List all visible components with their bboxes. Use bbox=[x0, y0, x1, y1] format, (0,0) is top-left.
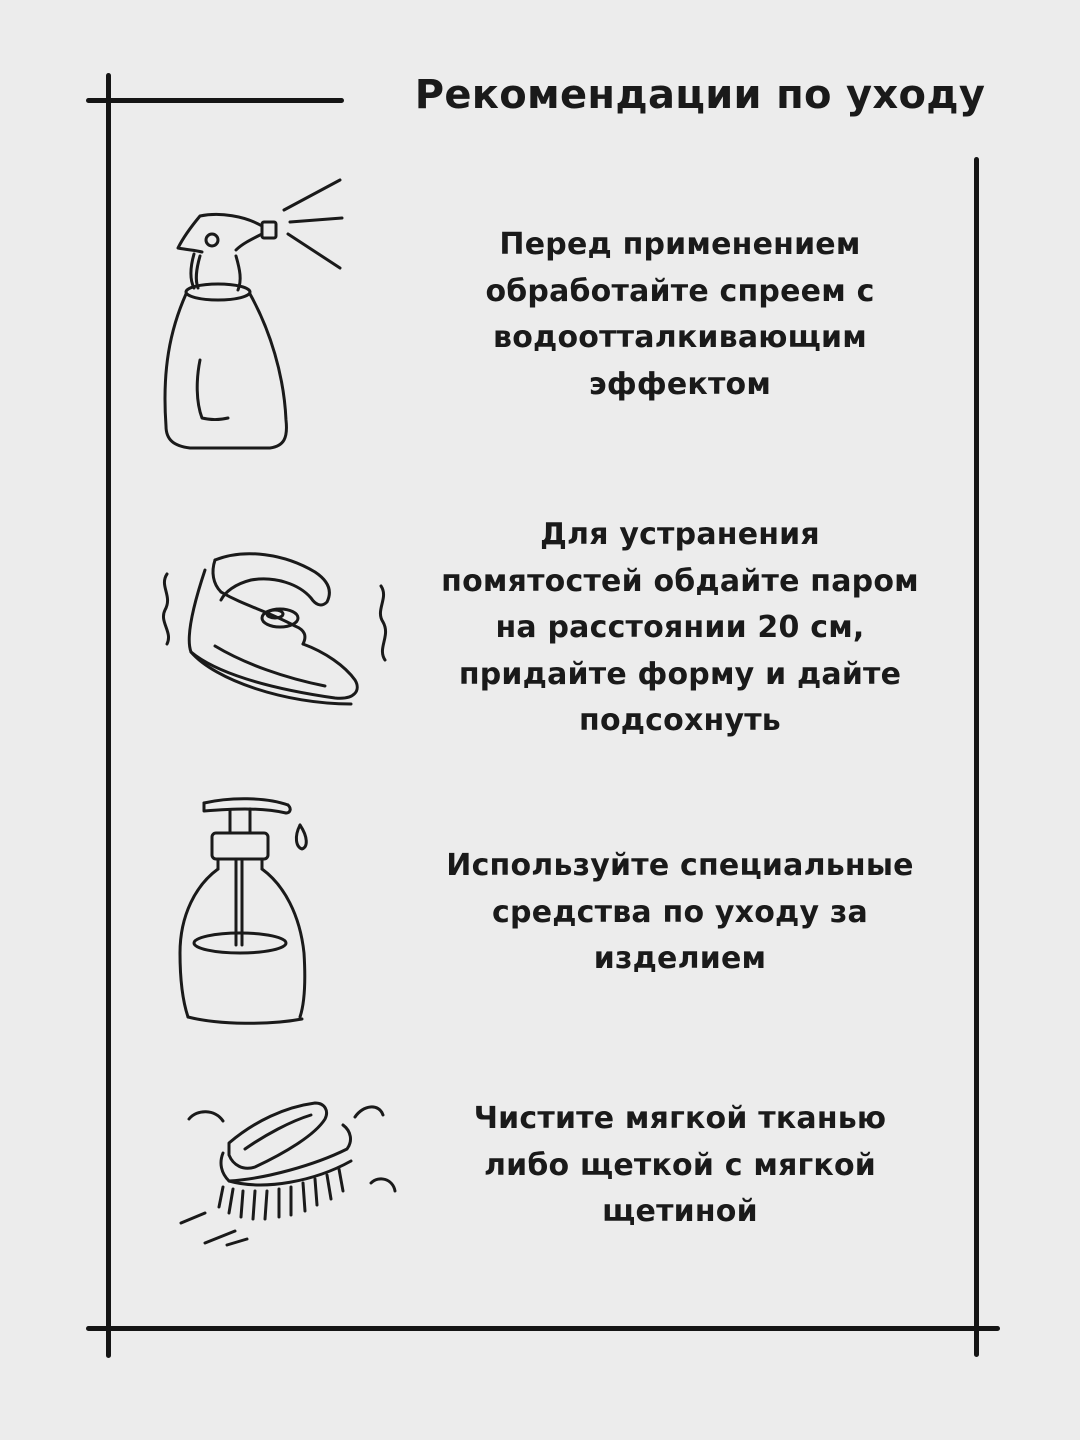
frame-top-line bbox=[86, 98, 344, 103]
care-item-text-4: Чистите мягкой тканью либо щеткой с мягк… bbox=[473, 1101, 887, 1229]
care-item-text-1: Перед применением обработайте спреем с в… bbox=[485, 227, 875, 402]
frame-bottom-line bbox=[86, 1326, 1000, 1331]
steam-iron-icon bbox=[155, 540, 395, 710]
scrub-brush-icon bbox=[175, 1095, 400, 1255]
care-item-text-2: Для устранения помятостей обдайте паром … bbox=[441, 517, 919, 738]
care-item-text-3: Используйте специальные средства по уход… bbox=[446, 848, 914, 976]
frame-right-line bbox=[974, 157, 979, 1357]
spray-bottle-icon bbox=[150, 170, 360, 460]
soap-dispenser-icon bbox=[170, 795, 320, 1030]
page-title: Рекомендации по уходу bbox=[414, 72, 986, 118]
frame-left-line bbox=[106, 73, 111, 1358]
